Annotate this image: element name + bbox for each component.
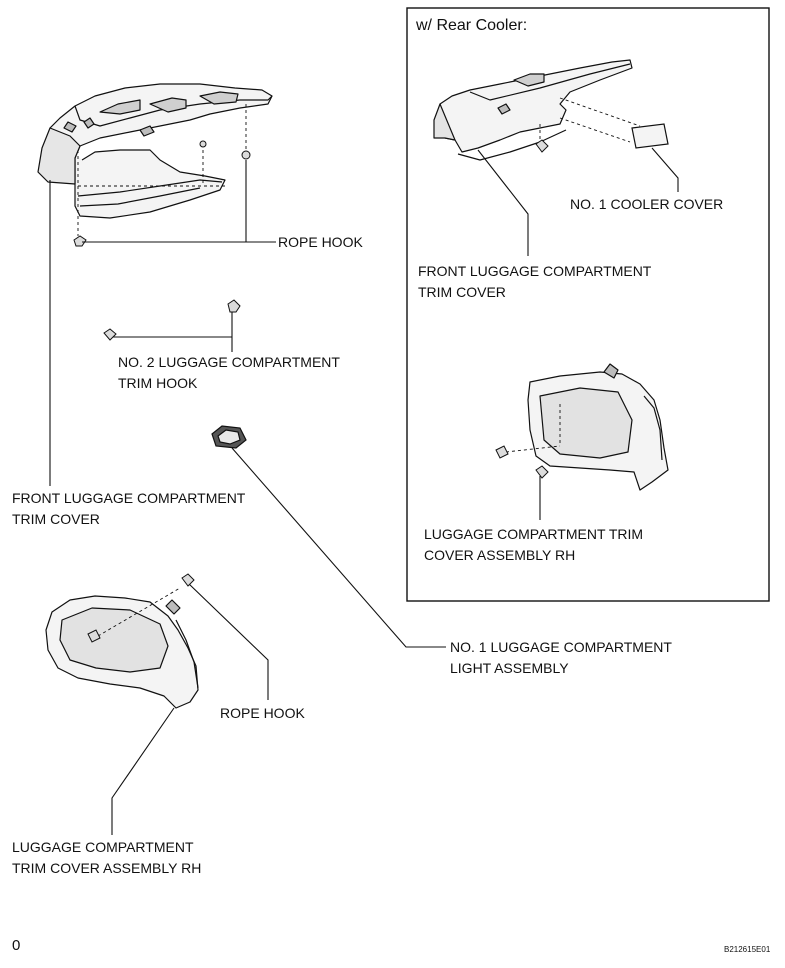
front-trim-label: FRONT LUGGAGE COMPARTMENT TRIM COVER <box>12 488 245 530</box>
trim-hook-label: NO. 2 LUGGAGE COMPARTMENT TRIM HOOK <box>118 352 340 394</box>
rope-hook-lower-label: ROPE HOOK <box>220 705 305 721</box>
inset-rh-trim-label: LUGGAGE COMPARTMENT TRIM COVER ASSEMBLY … <box>424 524 643 566</box>
figure-code: B212615E01 <box>724 945 771 954</box>
alignment-lines-inset <box>539 97 641 144</box>
lower-rope-hook-part <box>181 573 195 587</box>
leader-lines-main <box>49 160 446 835</box>
alignment-lines-rh <box>97 587 181 637</box>
light-assembly-label: NO. 1 LUGGAGE COMPARTMENT LIGHT ASSEMBLY <box>450 637 672 679</box>
page-mark: 0 <box>12 937 21 954</box>
alignment-lines-inset-rh <box>505 404 561 453</box>
inset-rh-clip-icon <box>495 445 509 459</box>
inset-front-trim-line-1: FRONT LUGGAGE COMPARTMENT <box>418 263 652 279</box>
front-trim-cover-part <box>37 83 273 219</box>
inset-rh-trim-line-2: COVER ASSEMBLY RH <box>424 547 576 563</box>
clip-icon <box>87 629 101 643</box>
light-assembly-line-2: LIGHT ASSEMBLY <box>450 660 569 676</box>
rope-hook-upper-label: ROPE HOOK <box>278 234 363 250</box>
rh-trim-label: LUGGAGE COMPARTMENT TRIM COVER ASSEMBLY … <box>12 837 201 879</box>
front-trim-line-2: TRIM COVER <box>12 511 100 527</box>
rh-trim-cover-part <box>45 595 199 709</box>
rh-trim-line-2: TRIM COVER ASSEMBLY RH <box>12 860 202 876</box>
front-trim-line-1: FRONT LUGGAGE COMPARTMENT <box>12 490 246 506</box>
rh-trim-line-1: LUGGAGE COMPARTMENT <box>12 839 194 855</box>
inset-clip-icon <box>535 139 549 153</box>
rope-hook-clips <box>73 140 251 247</box>
alignment-lines-main <box>77 104 247 236</box>
inset-front-trim-part <box>433 59 633 161</box>
leader-lines-inset <box>477 147 679 520</box>
inset-front-trim-label: FRONT LUGGAGE COMPARTMENT TRIM COVER <box>418 261 651 303</box>
light-assembly-part <box>211 425 247 449</box>
cooler-cover-part <box>631 123 669 149</box>
trim-hook-line-1: NO. 2 LUGGAGE COMPARTMENT <box>118 354 340 370</box>
trim-hook-parts <box>103 299 241 341</box>
inset-rh-trim-part <box>527 363 669 491</box>
inset-title: w/ Rear Cooler: <box>416 17 528 34</box>
inset-rh-hook-icon <box>535 465 549 479</box>
inset-front-trim-line-2: TRIM COVER <box>418 284 506 300</box>
cooler-cover-label: NO. 1 COOLER COVER <box>570 196 724 212</box>
inset-frame <box>406 7 770 602</box>
trim-hook-line-2: TRIM HOOK <box>118 375 198 391</box>
light-assembly-line-1: NO. 1 LUGGAGE COMPARTMENT <box>450 639 672 655</box>
inset-rh-trim-line-1: LUGGAGE COMPARTMENT TRIM <box>424 526 644 542</box>
